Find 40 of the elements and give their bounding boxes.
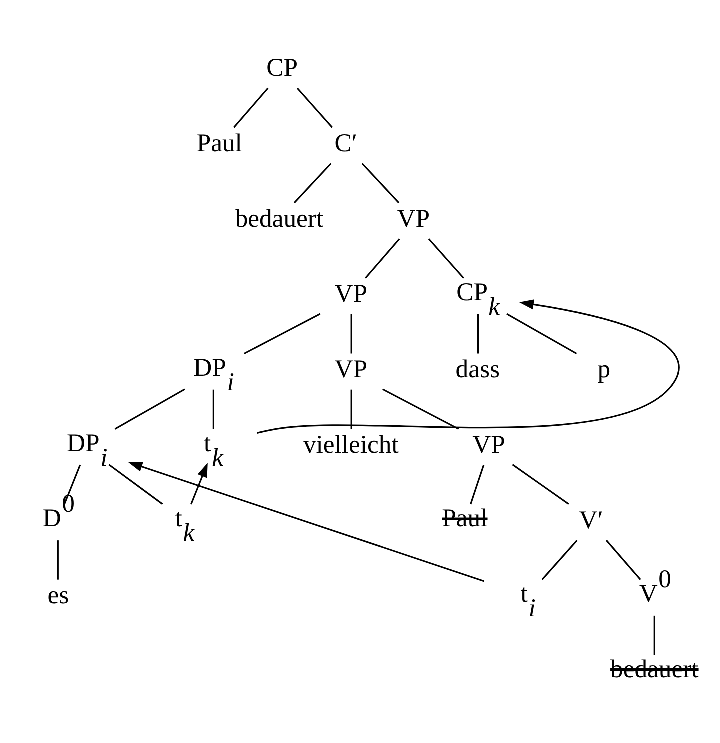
connector [350, 390, 352, 430]
node-text: bedauert [235, 204, 324, 233]
node-text: VP [334, 354, 368, 384]
node-text: Paul [442, 504, 488, 533]
arrow [190, 462, 208, 505]
connector [294, 163, 332, 204]
arrow [128, 462, 484, 582]
connector [362, 163, 400, 204]
node-text: bedauert [610, 654, 699, 684]
node-text: es [48, 580, 70, 610]
connector [296, 88, 334, 128]
node-text: dass [456, 354, 500, 384]
connector [512, 464, 570, 505]
connector [477, 314, 480, 354]
connector [506, 313, 578, 355]
connector [212, 390, 214, 430]
connector [542, 540, 578, 580]
node-text: Paul [196, 128, 242, 158]
node-text: C′ [334, 128, 358, 158]
connector [64, 464, 82, 505]
connector [233, 88, 269, 128]
node-text: vielleicht [303, 430, 399, 459]
node-text: CP [266, 53, 298, 82]
connector [654, 616, 656, 656]
connector [57, 540, 59, 580]
connector [428, 238, 464, 279]
connector [108, 464, 164, 505]
connector [606, 540, 642, 580]
connector [470, 464, 485, 505]
connector [350, 314, 352, 354]
node-text: VP [397, 204, 430, 233]
connector [244, 313, 321, 355]
arrow [257, 300, 680, 434]
node-text: VP [472, 430, 506, 459]
connector [382, 388, 460, 430]
node-text: VP [334, 279, 368, 308]
connector [114, 388, 186, 430]
node-text: p [598, 354, 611, 384]
node-text: V′ [579, 505, 604, 534]
connector [364, 238, 400, 279]
